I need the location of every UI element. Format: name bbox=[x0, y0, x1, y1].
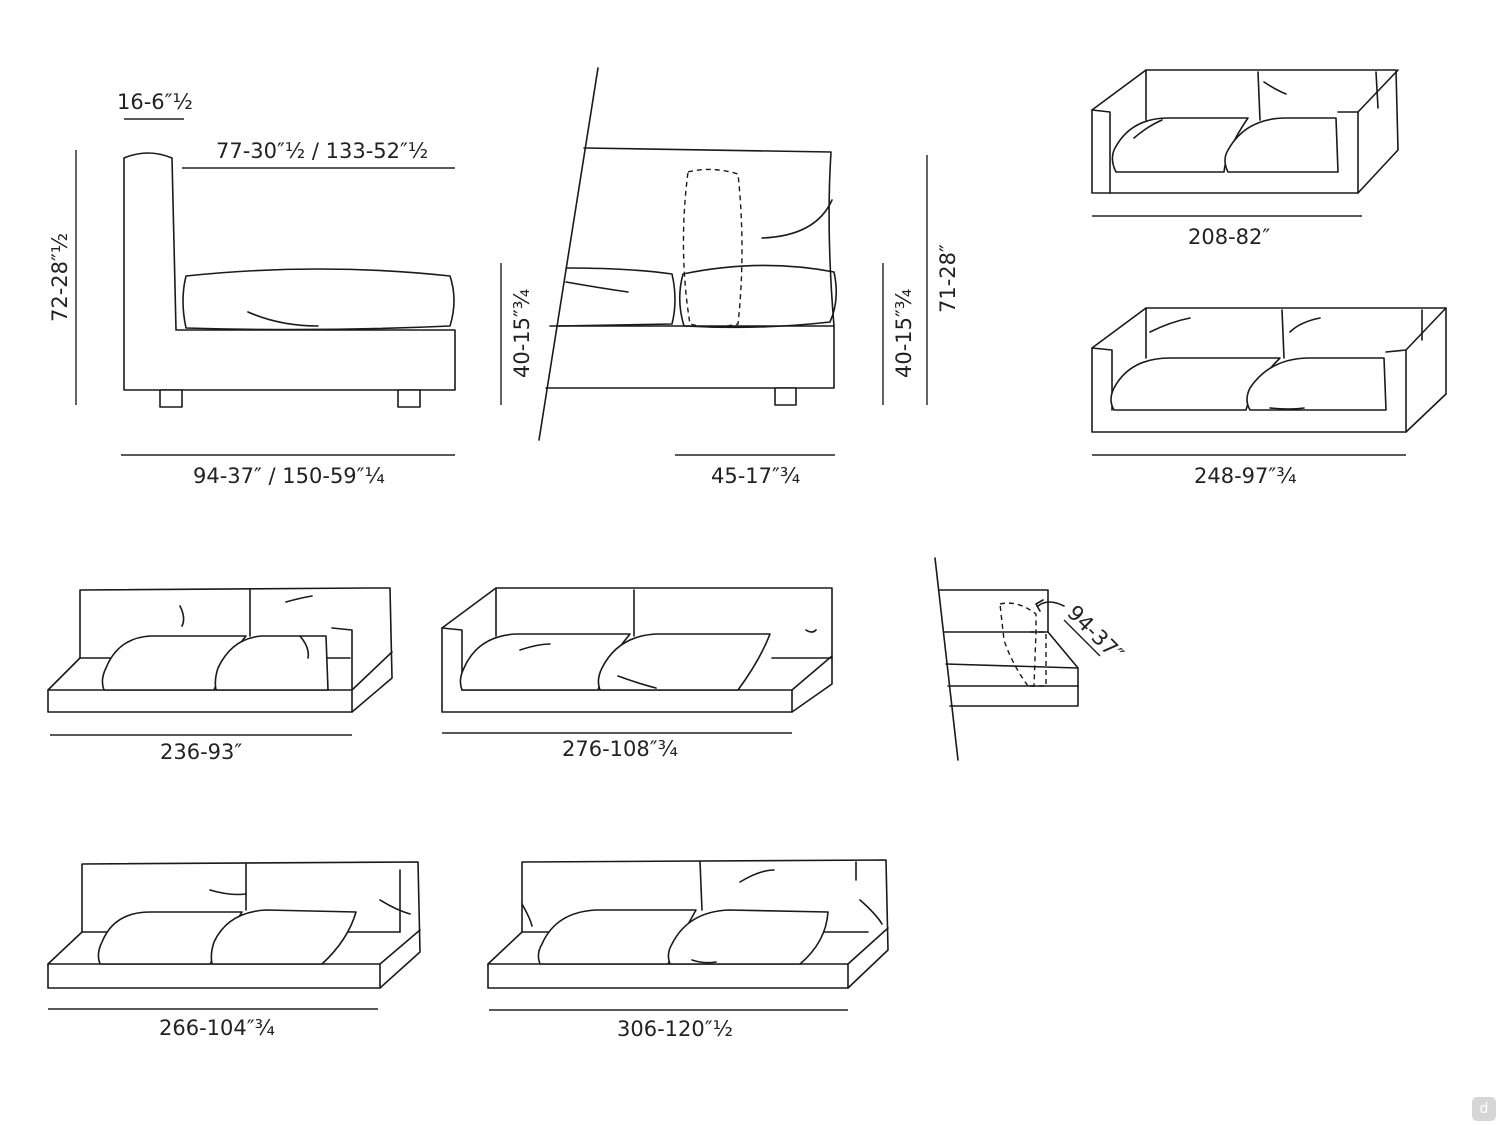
sofa-306-label: 306-120″½ bbox=[617, 1017, 733, 1041]
arm-width-label: 45-17″¾ bbox=[711, 464, 800, 488]
section-94-label: 94-37″ bbox=[1062, 601, 1128, 667]
sofa-306-drawing bbox=[487, 859, 889, 989]
seat-height-label-a: 40-15″¾ bbox=[510, 289, 534, 378]
total-depth-label: 94-37″ / 150-59″¼ bbox=[193, 464, 385, 488]
arm-detail-dimension-lines bbox=[675, 155, 928, 456]
sofa-276-label: 276-108″¾ bbox=[562, 737, 678, 761]
side-view-dimension-lines bbox=[75, 118, 502, 456]
seat-depth-label: 77-30″½ / 133-52″½ bbox=[216, 139, 428, 163]
sofa-208-drawing bbox=[1091, 69, 1399, 194]
sofa-236-drawing bbox=[47, 587, 393, 713]
sofa-208-label: 208-82″ bbox=[1188, 225, 1270, 249]
sofa-266-label: 266-104″¾ bbox=[159, 1016, 275, 1040]
armrest-width-label: 16-6″½ bbox=[117, 90, 193, 114]
sofa-236-label: 236-93″ bbox=[160, 740, 242, 764]
back-height-label: 72-28″½ bbox=[48, 233, 72, 322]
sofa-276-drawing bbox=[441, 587, 833, 713]
brand-logo-badge: d bbox=[1472, 1097, 1496, 1121]
height-71-label: 71-28″ bbox=[936, 244, 960, 313]
sofa-248-drawing bbox=[1091, 307, 1447, 433]
section-94-drawing bbox=[934, 557, 1101, 761]
sofa-266-drawing bbox=[47, 861, 421, 989]
arm-detail-drawing bbox=[538, 67, 838, 441]
side-view-drawing bbox=[123, 152, 456, 408]
seat-height-label-b: 40-15″¾ bbox=[892, 289, 916, 378]
sofa-248-label: 248-97″¾ bbox=[1194, 464, 1297, 488]
